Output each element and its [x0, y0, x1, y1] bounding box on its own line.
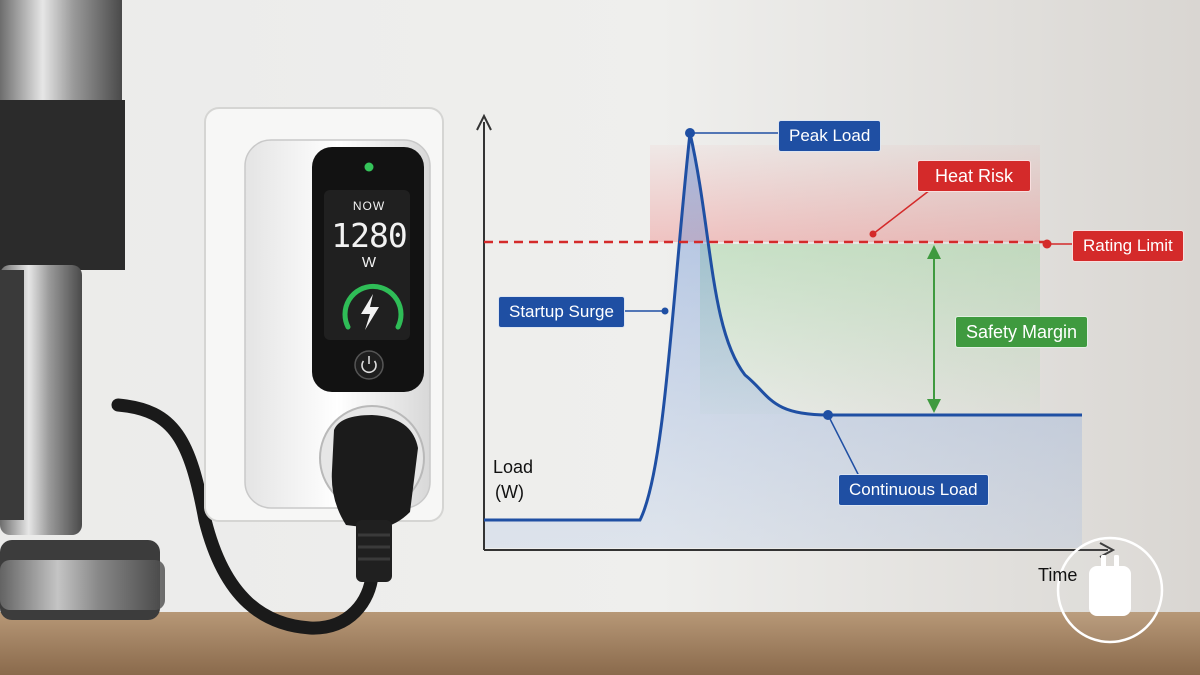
- lightning-bolt-icon: [361, 294, 379, 330]
- display-reading: 1280: [331, 216, 407, 255]
- power-button[interactable]: [354, 350, 384, 380]
- table-surface: [0, 612, 1200, 675]
- power-cord: [111, 398, 379, 635]
- safety-margin-label: Safety Margin: [955, 316, 1089, 348]
- status-led: [364, 162, 374, 172]
- heat-risk-leader: [872, 189, 931, 235]
- load-curve: [484, 132, 1082, 522]
- x-axis-label: Time: [1038, 565, 1078, 585]
- power-icon: [361, 360, 377, 374]
- inserted-plug: [331, 415, 418, 582]
- startup-surge-label: Startup Surge: [498, 296, 625, 328]
- y-axis-label-line1: Load: [493, 457, 534, 477]
- heat-risk-label: Heat Risk: [917, 160, 1032, 192]
- y-axis-label-line2: (W): [495, 482, 524, 502]
- gauge-arc: [342, 283, 404, 330]
- x-axis-arrow: [1099, 542, 1116, 558]
- plug-icon: [1089, 555, 1131, 616]
- peak-load-label: Peak Load: [778, 120, 882, 152]
- load-area: [484, 133, 1082, 548]
- continuous-leader: [827, 414, 861, 479]
- coffee-maker: [0, 0, 165, 620]
- display-unit: W: [361, 254, 377, 271]
- y-axis-arrow: [476, 113, 492, 131]
- display-mode-label: NOW: [352, 199, 386, 213]
- rating-limit-label: Rating Limit: [1072, 230, 1184, 262]
- continuous-load-label: Continuous Load: [838, 474, 989, 506]
